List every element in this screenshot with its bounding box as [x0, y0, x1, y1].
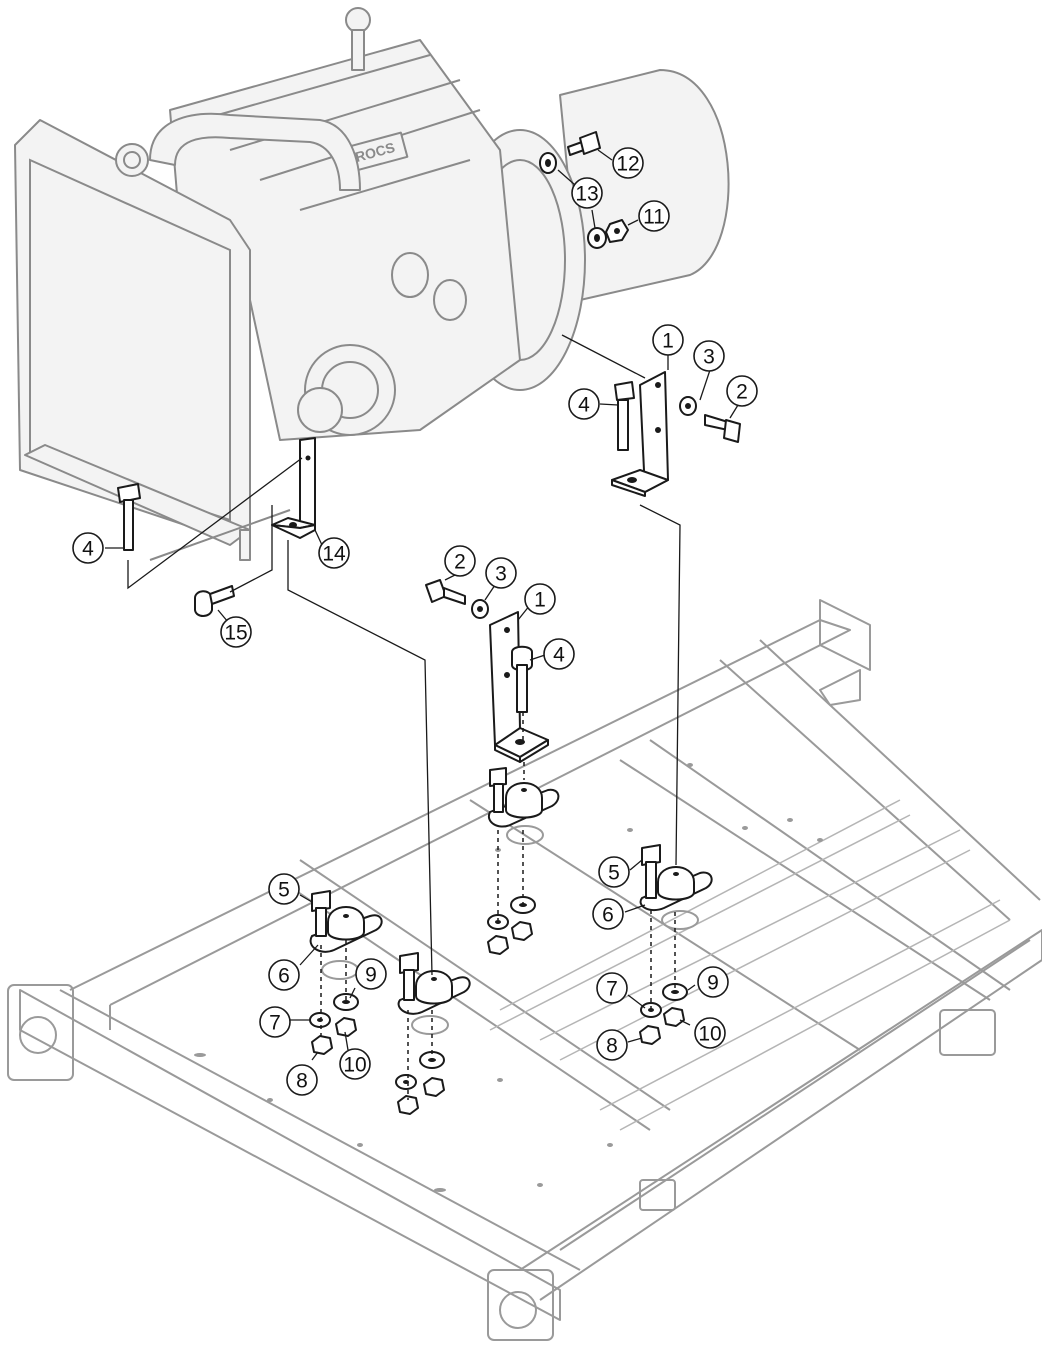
- svg-text:5: 5: [278, 879, 290, 902]
- svg-text:3: 3: [495, 563, 507, 586]
- svg-text:10: 10: [343, 1054, 366, 1077]
- svg-text:7: 7: [269, 1012, 281, 1035]
- svg-text:13: 13: [575, 183, 598, 206]
- svg-text:14: 14: [322, 543, 346, 566]
- svg-text:10: 10: [698, 1023, 721, 1046]
- svg-text:4: 4: [578, 394, 590, 417]
- callout-13-washer: 13: [571, 177, 603, 209]
- svg-text:1: 1: [662, 330, 674, 353]
- svg-text:2: 2: [736, 381, 748, 404]
- callout-7-right-washer: 7: [596, 972, 628, 1004]
- callout-1-middle-bracket: 1: [524, 583, 556, 615]
- svg-text:1: 1: [534, 589, 546, 612]
- assembly-lines: [105, 149, 739, 1061]
- svg-text:6: 6: [278, 965, 290, 988]
- callout-6-left-mount: 6: [268, 959, 300, 991]
- callout-2-middle-bolt: 2: [444, 545, 476, 577]
- callout-9-right-washer: 9: [697, 966, 729, 998]
- callout-4-right-bolt: 4: [568, 388, 600, 420]
- callout-3-middle-washer: 3: [485, 557, 517, 589]
- svg-text:6: 6: [602, 904, 614, 927]
- svg-text:2: 2: [454, 551, 466, 574]
- svg-text:7: 7: [606, 978, 618, 1001]
- svg-text:4: 4: [553, 644, 565, 667]
- base-frame: [7, 599, 1042, 1341]
- callout-5-left-bolt: 5: [268, 873, 300, 905]
- svg-text:9: 9: [707, 972, 719, 995]
- svg-text:11: 11: [643, 206, 665, 229]
- callout-4-middle-bolt: 4: [543, 638, 575, 670]
- callout-12-bolt: 12: [612, 147, 644, 179]
- callout-8-right-nut: 8: [596, 1029, 628, 1061]
- callout-7-left-washer: 7: [259, 1006, 291, 1038]
- svg-text:3: 3: [703, 346, 715, 369]
- svg-text:15: 15: [224, 622, 247, 645]
- parts: [117, 131, 741, 1115]
- callout-10-right-nut: 10: [694, 1017, 726, 1049]
- callout-6-right-mount: 6: [592, 898, 624, 930]
- svg-text:12: 12: [616, 153, 639, 176]
- callout-8-left-nut: 8: [286, 1064, 318, 1096]
- callout-11-nut: 11: [638, 200, 670, 232]
- svg-text:9: 9: [365, 964, 377, 987]
- callout-10-left-nut: 10: [339, 1048, 371, 1080]
- engine-assembly: ROCS: [14, 7, 730, 561]
- callout-5-right-bolt: 5: [598, 856, 630, 888]
- callout-1-right-bracket: 1: [652, 324, 684, 356]
- callout-15-bolt: 15: [220, 616, 252, 648]
- callout-9-left-washer: 9: [355, 958, 387, 990]
- callout-14-left-bracket: 14: [318, 537, 350, 569]
- svg-text:8: 8: [296, 1070, 308, 1093]
- callout-3-right-washer: 3: [693, 340, 725, 372]
- callout-2-right-bolt: 2: [726, 375, 758, 407]
- callout-bubbles: 1 2 3 4 11 12 13 4 14 15 2 3 1 4 5 6 5 6…: [72, 147, 758, 1096]
- svg-text:8: 8: [606, 1035, 618, 1058]
- svg-text:4: 4: [82, 538, 94, 561]
- svg-text:5: 5: [608, 862, 620, 885]
- callout-4-left-bolt: 4: [72, 532, 104, 564]
